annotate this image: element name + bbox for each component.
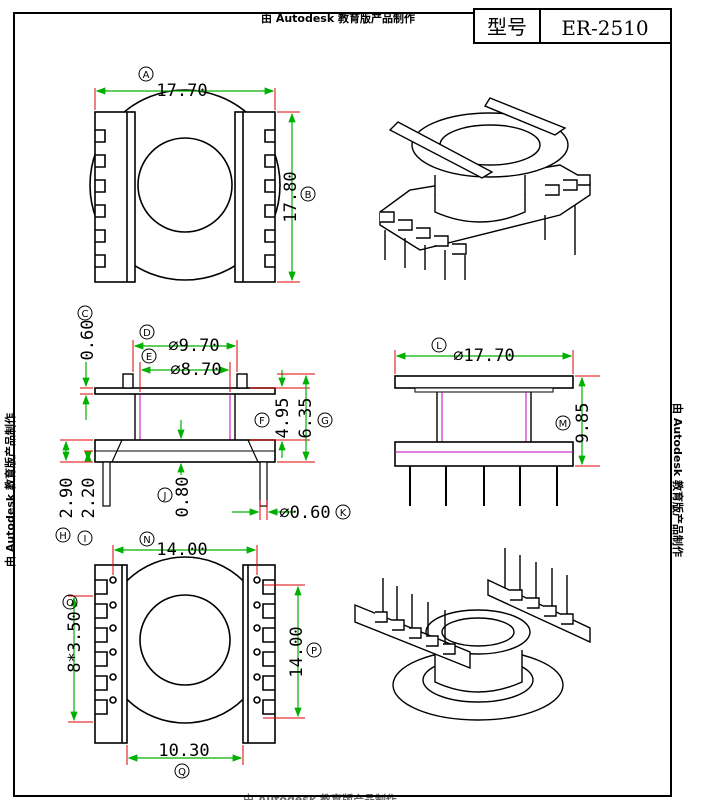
svg-text:G: G	[321, 416, 329, 427]
watermark-bottom: 由 Autodesk 教育版产品制作	[243, 792, 397, 800]
watermark-top: 由 Autodesk 教育版产品制作	[261, 11, 415, 25]
dim-H: 2.90 H	[55, 439, 93, 543]
dim-J: J 0.80	[157, 420, 193, 518]
svg-text:6.35: 6.35	[296, 398, 316, 439]
svg-text:M: M	[559, 419, 568, 430]
svg-text:14.00: 14.00	[287, 626, 307, 677]
svg-text:L: L	[436, 341, 442, 352]
svg-text:E: E	[146, 352, 152, 363]
svg-text:0.60: 0.60	[78, 320, 98, 361]
svg-text:⌀8.70: ⌀8.70	[170, 360, 221, 380]
side-view	[94, 373, 276, 507]
svg-text:I: I	[84, 534, 87, 545]
svg-text:14.00: 14.00	[156, 540, 207, 560]
svg-text:⌀9.70: ⌀9.70	[168, 336, 219, 356]
dim-D: D ⌀9.70	[132, 324, 238, 372]
dim-M: M 9.85	[555, 375, 600, 467]
svg-text:8*3.50: 8*3.50	[65, 611, 85, 672]
svg-text:Q: Q	[178, 767, 186, 778]
model-label: 型号	[487, 15, 527, 39]
svg-text:4.95: 4.95	[273, 398, 293, 439]
isometric-view-top	[379, 97, 591, 280]
dim-K: ⌀0.60 K	[232, 500, 351, 523]
watermark-left: 由 Autodesk 教育版产品制作	[3, 413, 17, 567]
dim-F: F 4.95	[250, 370, 310, 458]
dim-G: 6.35 G	[277, 373, 333, 463]
svg-text:2.90: 2.90	[57, 478, 77, 519]
dim-A: A 17.70	[94, 66, 276, 110]
dim-B: 17.80 B	[277, 111, 316, 283]
svg-text:H: H	[59, 531, 67, 542]
svg-text:P: P	[311, 646, 317, 657]
front-view	[394, 375, 574, 506]
svg-text:K: K	[340, 508, 347, 519]
svg-text:A: A	[143, 70, 150, 81]
dim-E: E ⌀8.70	[139, 348, 231, 392]
svg-text:C: C	[82, 309, 89, 320]
bottom-view	[94, 556, 276, 744]
svg-text:⌀17.70: ⌀17.70	[453, 346, 514, 366]
svg-text:10.30: 10.30	[158, 741, 209, 761]
dim-N: N 14.00	[112, 531, 258, 575]
dim-I: 2.20 I	[77, 450, 99, 546]
svg-text:0.80: 0.80	[173, 477, 193, 518]
dim-Q: 10.30 Q	[126, 741, 244, 779]
top-view	[89, 89, 281, 283]
svg-text:⌀0.60: ⌀0.60	[279, 503, 330, 523]
model-value: ER-2510	[561, 16, 648, 40]
drawing-border	[13, 12, 672, 797]
svg-text:O: O	[66, 598, 74, 609]
svg-text:9.85: 9.85	[573, 403, 593, 444]
svg-text:17.70: 17.70	[156, 81, 207, 101]
title-block: 型号 ER-2510	[473, 8, 672, 44]
svg-text:N: N	[143, 535, 150, 546]
svg-text:J: J	[163, 491, 167, 502]
watermark-right: 由 Autodesk 教育版产品制作	[671, 403, 685, 557]
svg-text:2.20: 2.20	[79, 478, 99, 519]
svg-text:D: D	[143, 328, 151, 339]
svg-text:17.80: 17.80	[281, 171, 301, 222]
dim-O: O 8*3.50	[62, 594, 93, 723]
svg-text:F: F	[259, 416, 265, 427]
svg-text:B: B	[305, 190, 312, 201]
dim-L: L ⌀17.70	[394, 337, 574, 374]
dim-P: 14.00 P	[263, 584, 322, 719]
dim-C: C 0.60	[77, 305, 98, 420]
isometric-view-bottom	[354, 548, 591, 721]
